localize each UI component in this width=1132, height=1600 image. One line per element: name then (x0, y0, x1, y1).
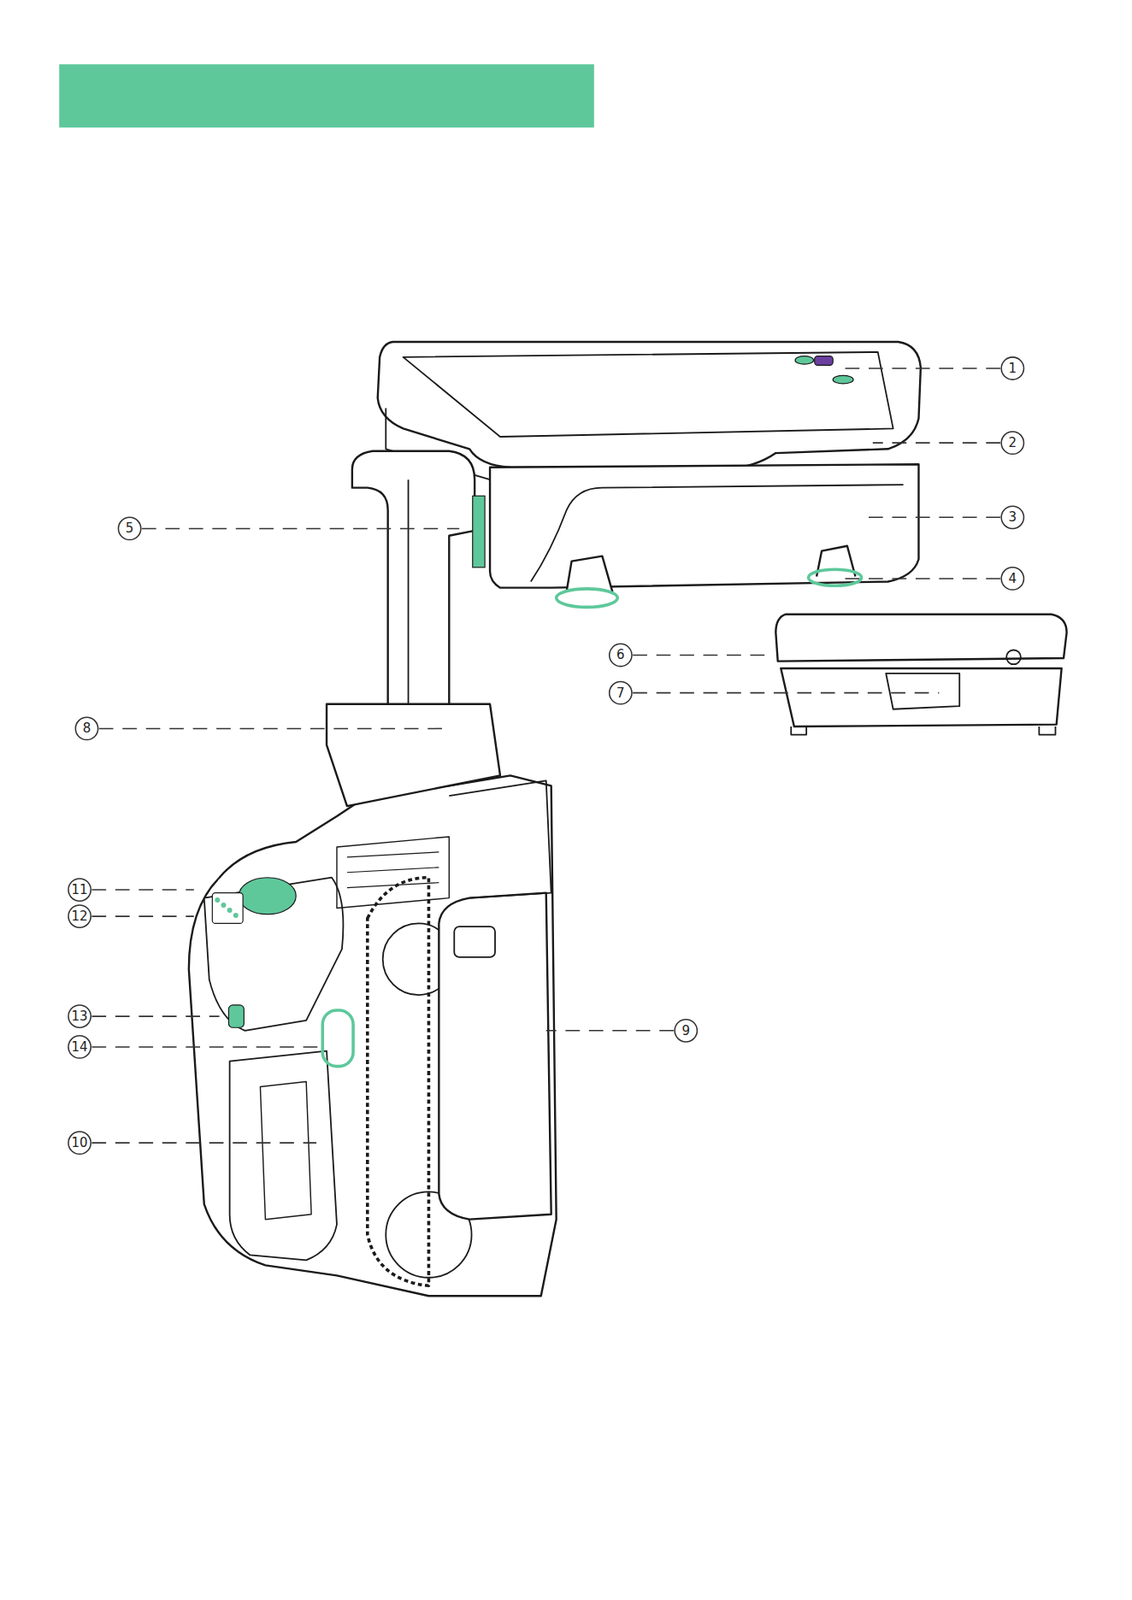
callout-circle (1001, 567, 1024, 590)
callout-number: 2 (1001, 431, 1024, 454)
callout-number: 5 (117, 517, 141, 540)
callout-circle (1001, 506, 1024, 529)
callout-circle (1001, 431, 1024, 454)
callout-number: 3 (1001, 506, 1024, 529)
callout-circle (75, 717, 98, 740)
callout-number: 14 (68, 1036, 91, 1059)
callout-number: 10 (68, 1132, 91, 1155)
callout-circle (68, 878, 91, 902)
callout-circles (68, 357, 1024, 1155)
callout-number: 4 (1001, 567, 1024, 590)
callout-number: 7 (609, 682, 632, 705)
callout-number: 9 (674, 1019, 697, 1043)
callout-circle (609, 643, 632, 667)
callout-number: 6 (609, 643, 632, 667)
callout-circle (674, 1019, 697, 1043)
callout-number: 12 (68, 905, 91, 928)
callout-circle (68, 1132, 91, 1155)
callout-circle (68, 905, 91, 928)
callout-circle (609, 682, 632, 705)
leader-lines (91, 368, 1001, 1144)
header-bar (58, 64, 595, 128)
callout-circle (68, 1036, 91, 1059)
callout-circle (1001, 357, 1024, 380)
callout-number: 13 (68, 1005, 91, 1028)
callout-circle (68, 1005, 91, 1028)
callout-number: 8 (75, 717, 98, 740)
callout-number: 11 (68, 878, 91, 902)
callout-circle (117, 517, 141, 540)
callout-number: 1 (1001, 357, 1024, 380)
